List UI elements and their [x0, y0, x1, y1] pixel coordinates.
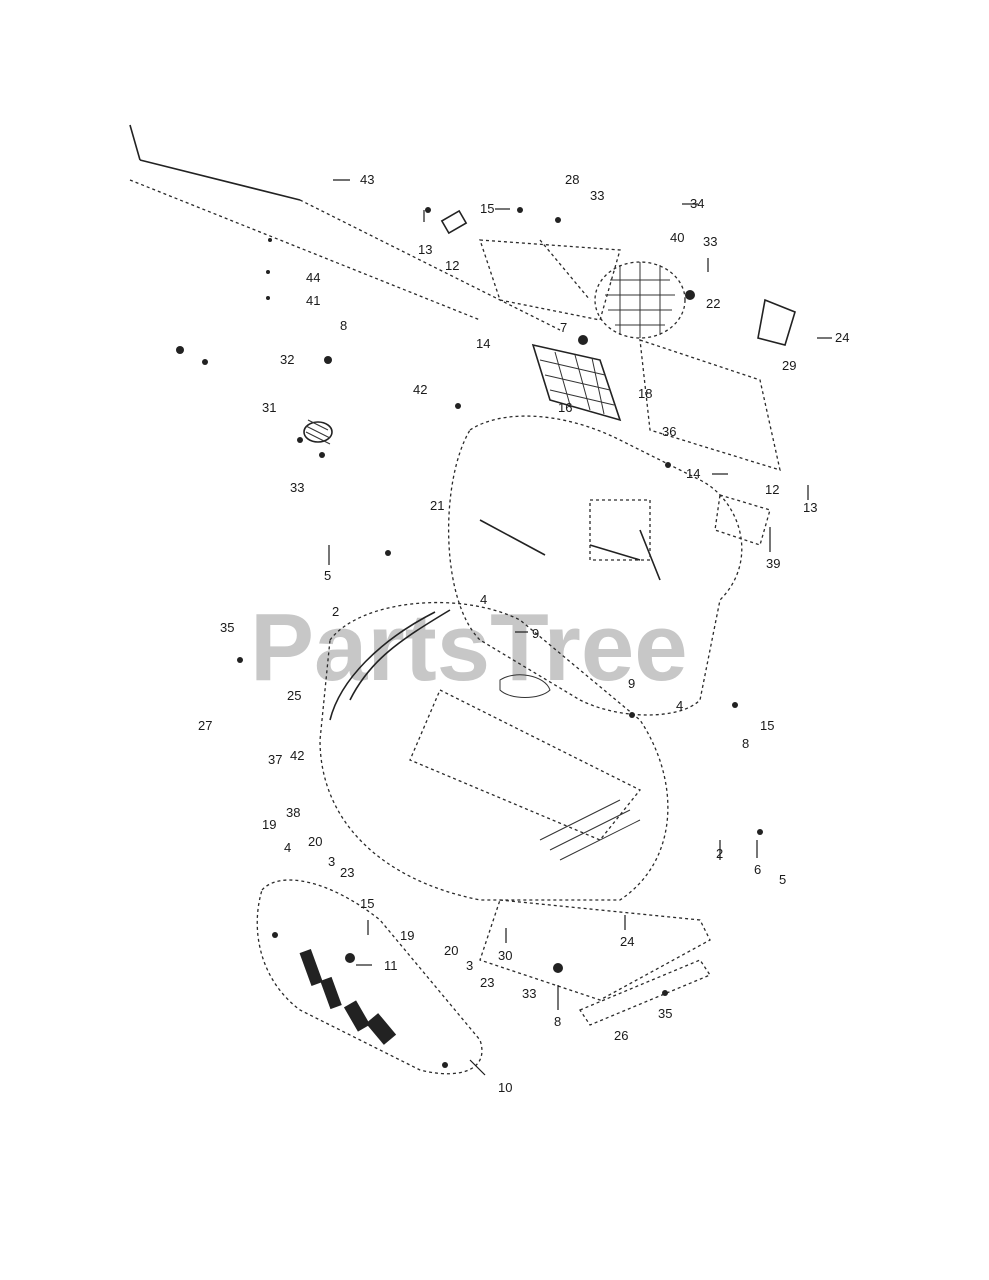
callout-9: 9	[532, 626, 539, 641]
callout-15: 15	[760, 718, 774, 733]
callout-14: 14	[476, 336, 490, 351]
callout-9: 9	[628, 676, 635, 691]
callout-33: 33	[590, 188, 604, 203]
callout-6: 6	[754, 862, 761, 877]
callout-5: 5	[324, 568, 331, 583]
callout-44: 44	[306, 270, 320, 285]
callout-36: 36	[662, 424, 676, 439]
main-housing	[448, 415, 771, 716]
callout-13: 13	[803, 500, 817, 515]
callout-19: 19	[400, 928, 414, 943]
callout-4: 4	[676, 698, 683, 713]
spring-assembly	[297, 356, 333, 458]
callout-15: 15	[480, 201, 494, 216]
callout-20: 20	[308, 834, 322, 849]
callout-34: 34	[690, 196, 704, 211]
callout-22: 22	[706, 296, 720, 311]
callout-41: 41	[306, 293, 320, 308]
callout-30: 30	[498, 948, 512, 963]
small-hardware	[237, 403, 763, 996]
end-cap	[639, 298, 796, 471]
throttle-parts	[176, 238, 272, 365]
callout-26: 26	[614, 1028, 628, 1043]
watermark-text: PartsTree	[250, 594, 688, 701]
callout-23: 23	[340, 865, 354, 880]
callout-33: 33	[522, 986, 536, 1001]
callout-43: 43	[360, 172, 374, 187]
callout-12: 12	[765, 482, 779, 497]
callout-2: 2	[716, 846, 723, 861]
callout-5: 5	[779, 872, 786, 887]
callout-4: 4	[480, 592, 487, 607]
callout-7: 7	[560, 320, 567, 335]
callout-38: 38	[286, 805, 300, 820]
callout-29: 29	[782, 358, 796, 373]
callout-2: 2	[332, 604, 339, 619]
callout-16: 16	[558, 400, 572, 415]
callout-40: 40	[670, 230, 684, 245]
callout-21: 21	[430, 498, 444, 513]
callout-19: 19	[262, 817, 276, 832]
callout-35: 35	[658, 1006, 672, 1021]
base-plate	[479, 899, 711, 1026]
callout-27: 27	[198, 718, 212, 733]
callout-18: 18	[638, 386, 652, 401]
callout-3: 3	[328, 854, 335, 869]
callout-4: 4	[284, 840, 291, 855]
callout-labels: 43 13 15 28 33 34 12 40 33 22 44 41 14 7…	[198, 172, 849, 1095]
upper-tube	[129, 124, 561, 331]
callout-13: 13	[418, 242, 432, 257]
grill-plate	[531, 343, 622, 422]
leader-lines	[328, 179, 832, 1076]
callout-39: 39	[766, 556, 780, 571]
callout-12: 12	[445, 258, 459, 273]
callout-8: 8	[554, 1014, 561, 1029]
callout-24: 24	[835, 330, 849, 345]
callout-42: 42	[413, 382, 427, 397]
callout-24: 24	[620, 934, 634, 949]
callout-10: 10	[498, 1080, 512, 1095]
lower-housing	[319, 601, 669, 901]
callout-8: 8	[340, 318, 347, 333]
callout-14: 14	[686, 466, 700, 481]
callout-3: 3	[466, 958, 473, 973]
callout-28: 28	[565, 172, 579, 187]
callout-25: 25	[287, 688, 301, 703]
callout-37: 37	[268, 752, 282, 767]
callout-32: 32	[280, 352, 294, 367]
air-filter	[594, 261, 695, 339]
callout-20: 20	[444, 943, 458, 958]
callout-33: 33	[703, 234, 717, 249]
nozzle-fittings	[425, 207, 621, 345]
callout-42: 42	[290, 748, 304, 763]
callout-33: 33	[290, 480, 304, 495]
rear-handle	[256, 879, 483, 1075]
callout-15: 15	[360, 896, 374, 911]
callout-31: 31	[262, 400, 276, 415]
callout-8: 8	[742, 736, 749, 751]
callout-23: 23	[480, 975, 494, 990]
callout-35: 35	[220, 620, 234, 635]
callout-11: 11	[384, 958, 398, 973]
